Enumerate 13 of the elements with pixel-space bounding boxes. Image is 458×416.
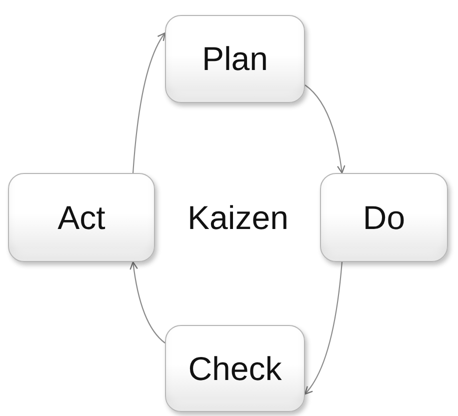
box-label: Do <box>362 198 406 236</box>
box-label: Check <box>188 350 282 388</box>
center-label: Kaizen <box>188 199 288 237</box>
rounded-box <box>320 173 448 262</box>
rounded-box <box>165 15 305 103</box>
rounded-box <box>8 173 155 262</box>
rounded-box <box>165 325 305 412</box>
box-label: Plan <box>202 40 268 78</box>
curved-arrow <box>304 262 343 395</box>
curved-arrow <box>304 84 346 174</box>
curved-arrow <box>132 32 166 174</box>
box-label: Act <box>58 198 106 236</box>
curved-arrow <box>130 261 166 344</box>
